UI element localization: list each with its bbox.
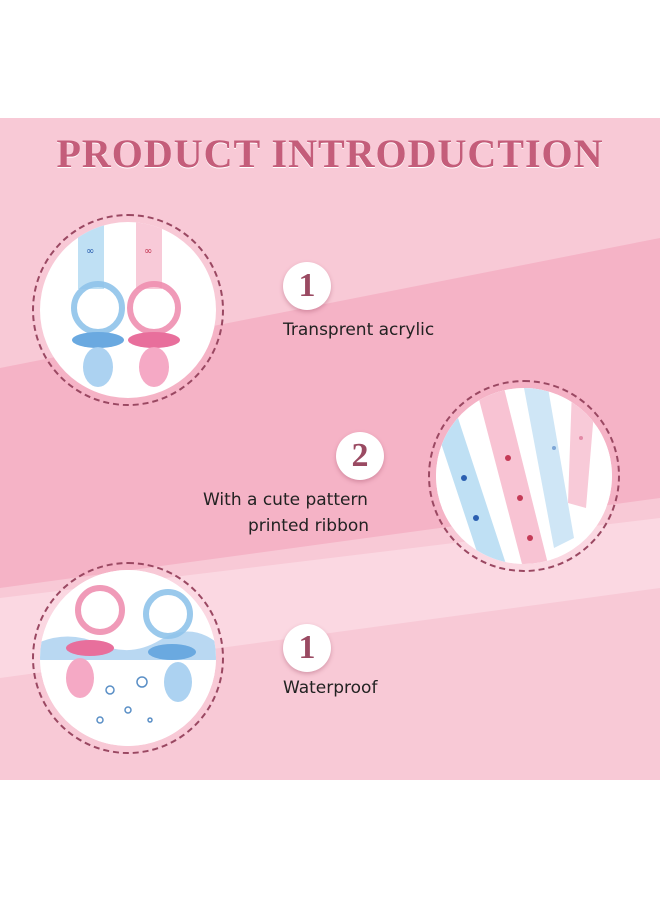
feature-text-ribbon-line1: With a cute pattern (203, 490, 368, 510)
feature-number-1: 1 (283, 262, 331, 310)
feature-number-3: 1 (283, 624, 331, 672)
feature-image-ribbon (428, 380, 620, 572)
feature-image-acrylic: ∞ ∞ (32, 214, 224, 406)
feature-number-2: 2 (336, 432, 384, 480)
feature-text-acrylic: Transprent acrylic (283, 320, 435, 340)
page-title: PRODUCT INTRODUCTION (56, 131, 604, 176)
feature-text-waterproof: Waterproof (283, 678, 378, 698)
water-splash-icon (40, 570, 216, 746)
ribbon-pattern-icon (436, 388, 612, 564)
feature-image-waterproof (32, 562, 224, 754)
svg-text:∞: ∞ (86, 246, 94, 257)
pacifier-pair-icon: ∞ ∞ (71, 222, 181, 387)
feature-text-ribbon-line2: printed ribbon (248, 516, 370, 536)
svg-text:∞: ∞ (144, 246, 152, 257)
